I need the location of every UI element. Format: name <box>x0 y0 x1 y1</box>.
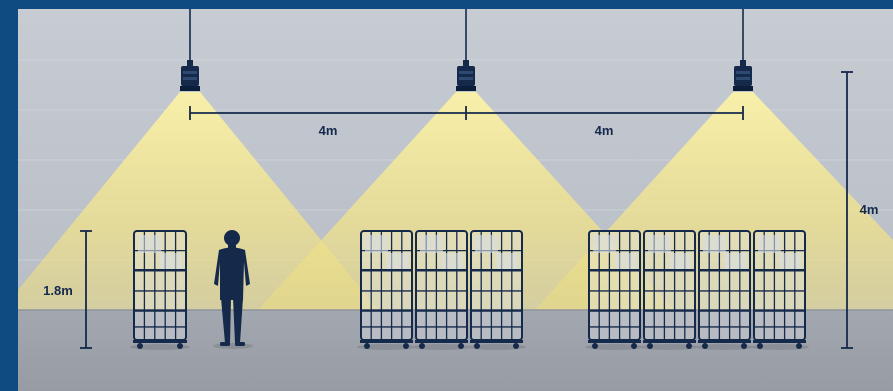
roll-cage-icon <box>585 230 644 350</box>
person-height-label: 1.8m <box>43 283 73 298</box>
height-label: 4m <box>860 202 879 217</box>
pendant-lamp-icon <box>733 9 753 91</box>
roll-cage-icon <box>130 230 190 350</box>
roll-cage-icon <box>467 230 526 350</box>
roll-cage-icon <box>640 230 699 350</box>
spacing-label-2: 4m <box>595 123 614 138</box>
roll-cages <box>130 230 809 350</box>
roll-cage-icon <box>695 230 754 350</box>
person-silhouette-icon <box>213 230 253 349</box>
pendant-lamp-icon <box>456 9 476 91</box>
floor <box>18 310 893 391</box>
height-dimension <box>841 71 853 349</box>
person-height-dimension <box>80 230 92 349</box>
spacing-dimension <box>189 106 744 120</box>
left-frame <box>0 0 18 391</box>
roll-cage-icon <box>357 230 416 350</box>
roll-cage-icon <box>750 230 809 350</box>
spacing-label-1: 4m <box>319 123 338 138</box>
pendant-lamp-icon <box>180 9 200 91</box>
light-beam-1 <box>18 92 380 312</box>
top-frame <box>0 0 893 9</box>
roll-cage-icon <box>412 230 471 350</box>
lamps <box>180 9 753 91</box>
